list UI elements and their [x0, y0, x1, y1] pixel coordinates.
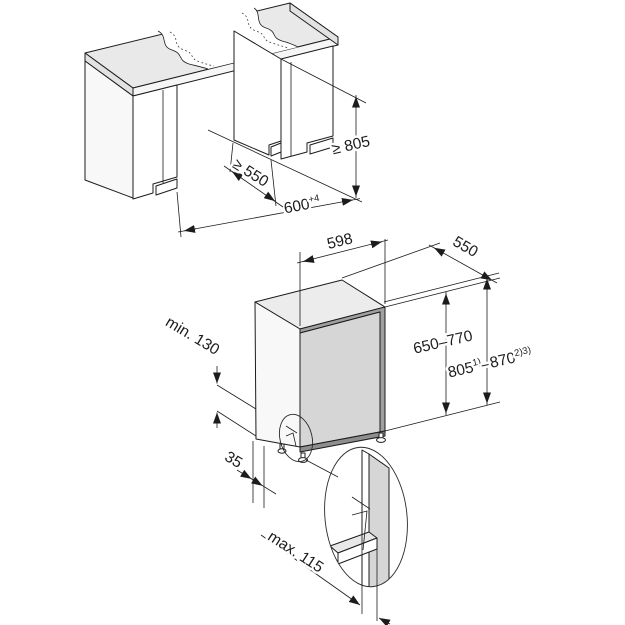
worktop-reference-lower: [384, 277, 501, 308]
min-clearance-dimension: min. 130: [160, 311, 257, 437]
plinth-notch: [285, 425, 298, 447]
niche-height-dimension: ≥ 805: [328, 95, 374, 198]
appliance-diagram: 598 550 650–770 8051)–8702)3): [160, 228, 535, 508]
counter-break-edge-right: [253, 7, 299, 48]
height-total-label: 8051)–8702)3): [446, 345, 534, 382]
niche-width-dimension: 600+4: [176, 190, 361, 238]
left-cabinet-plinth: [155, 178, 178, 196]
niche-height-label: ≥ 805: [330, 133, 372, 158]
height-adjustable-dimension: 650–770: [409, 292, 477, 415]
plinth-max-label: max. 115: [265, 528, 327, 576]
detail-door-panel: [368, 453, 390, 591]
worktop-reference-upper: [383, 272, 500, 303]
detail-source-circle: [278, 413, 314, 463]
appliance-door: [299, 311, 381, 448]
detail-content: [329, 449, 390, 591]
appliance-depth-label: 550: [450, 233, 481, 261]
niche-bottom-reference-line: [207, 129, 363, 203]
niche-width-label: 600+4: [282, 193, 321, 218]
detail-notch: [351, 496, 371, 551]
niche-depth-label: ≥ 550: [229, 156, 271, 191]
appliance-depth-dimension: 550: [341, 231, 498, 284]
counter-right-end: [289, 2, 339, 46]
detail-magnifier-circle: [324, 446, 408, 588]
detail-connector: [305, 459, 339, 478]
right-cabinet-side-plinth: [270, 142, 282, 157]
floor-reference: [384, 401, 501, 432]
side-offset-label: 35: [222, 448, 246, 471]
counter-break-edge-left: [157, 30, 209, 70]
niche-top-reference-line: [280, 58, 367, 104]
counter-break-dotted-1: [169, 31, 215, 67]
min-clearance-label: min. 130: [162, 314, 222, 359]
right-cabinet-plinth: [309, 137, 334, 155]
right-cabinet-front: [280, 45, 334, 160]
left-cabinet-front: [132, 84, 178, 200]
side-offset-dimension: 35: [219, 441, 277, 508]
height-adjustable-label: 650–770: [412, 327, 475, 357]
appliance-base-edge: [299, 430, 386, 453]
niche-diagram: ≥ 805 600+4 ≥ 550: [84, 2, 374, 238]
counter-break-dotted-2: [241, 12, 289, 49]
